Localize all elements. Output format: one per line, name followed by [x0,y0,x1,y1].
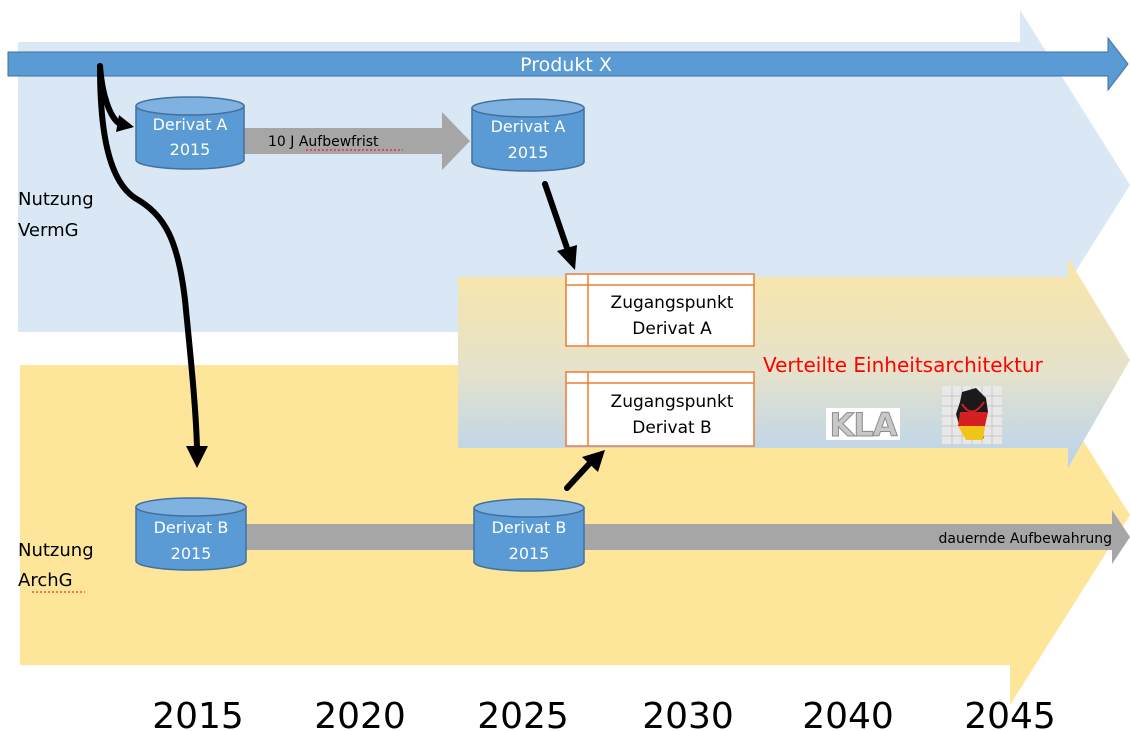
derivat-b-year: 2015 [509,544,550,563]
year-label: 2030 [642,696,734,731]
derivat-b-year: 2015 [171,544,212,563]
retention-label-a: 10 J Aufbewfrist [268,134,379,150]
timeline: 2015 2020 2025 2030 2040 2045 [152,696,1056,731]
product-x-arrow [7,36,1129,92]
product-x-label: Produkt X [520,54,612,76]
derivat-a-name: Derivat A [153,115,228,134]
access-point-a-line1: Zugangspunkt [611,293,734,313]
flow-arrow-to-access-point-b [564,460,593,491]
vermg-label-line1: Nutzung [18,189,94,210]
year-label: 2015 [152,696,244,731]
year-label: 2020 [314,696,406,731]
architecture-label: Verteilte Einheitsarchitektur [763,353,1044,377]
retention-arrow-b [245,510,1130,564]
vermg-zone-arrow [18,10,1130,360]
flow-arrowhead [582,450,605,472]
year-label: 2040 [802,696,894,731]
vermg-label-line2: VermG [18,220,79,241]
retention-arrow-a [243,112,470,170]
flow-arrowhead [116,115,134,132]
derivat-a-year: 2015 [508,143,549,162]
flow-arrow-to-access-point-a [542,181,570,251]
german-archive-logo [942,386,1002,444]
derivat-b-2015-cylinder-archived: Derivat B 2015 [473,498,585,572]
flow-arrowhead [557,245,577,270]
flow-arrowhead [186,446,208,468]
access-point-b: Zugangspunkt Derivat B [565,371,755,447]
derivat-b-name: Derivat B [492,518,567,537]
flow-arrow-to-derivat-b [97,63,200,451]
access-point-b-line2: Derivat B [632,418,711,438]
access-point-a-line2: Derivat A [632,319,712,339]
derivat-a-2015-cylinder: Derivat A 2015 [135,96,245,170]
kla-logo: KLA [826,406,900,445]
access-point-b-line1: Zugangspunkt [611,392,734,412]
year-label: 2045 [964,696,1056,731]
archg-label-line2: ArchG [18,570,73,591]
kla-logo-text: KLA [830,406,898,444]
archg-label-line1: Nutzung [18,540,94,561]
derivat-a-2015-cylinder-retained: Derivat A 2015 [471,98,585,172]
derivat-a-year: 2015 [170,140,211,159]
access-point-a: Zugangspunkt Derivat A [565,273,755,347]
derivat-b-2015-cylinder: Derivat B 2015 [135,497,247,571]
derivat-b-name: Derivat B [154,518,229,537]
retention-label-b: dauernde Aufbewahrung [939,531,1112,547]
derivat-a-name: Derivat A [491,117,566,136]
year-label: 2025 [477,696,569,731]
